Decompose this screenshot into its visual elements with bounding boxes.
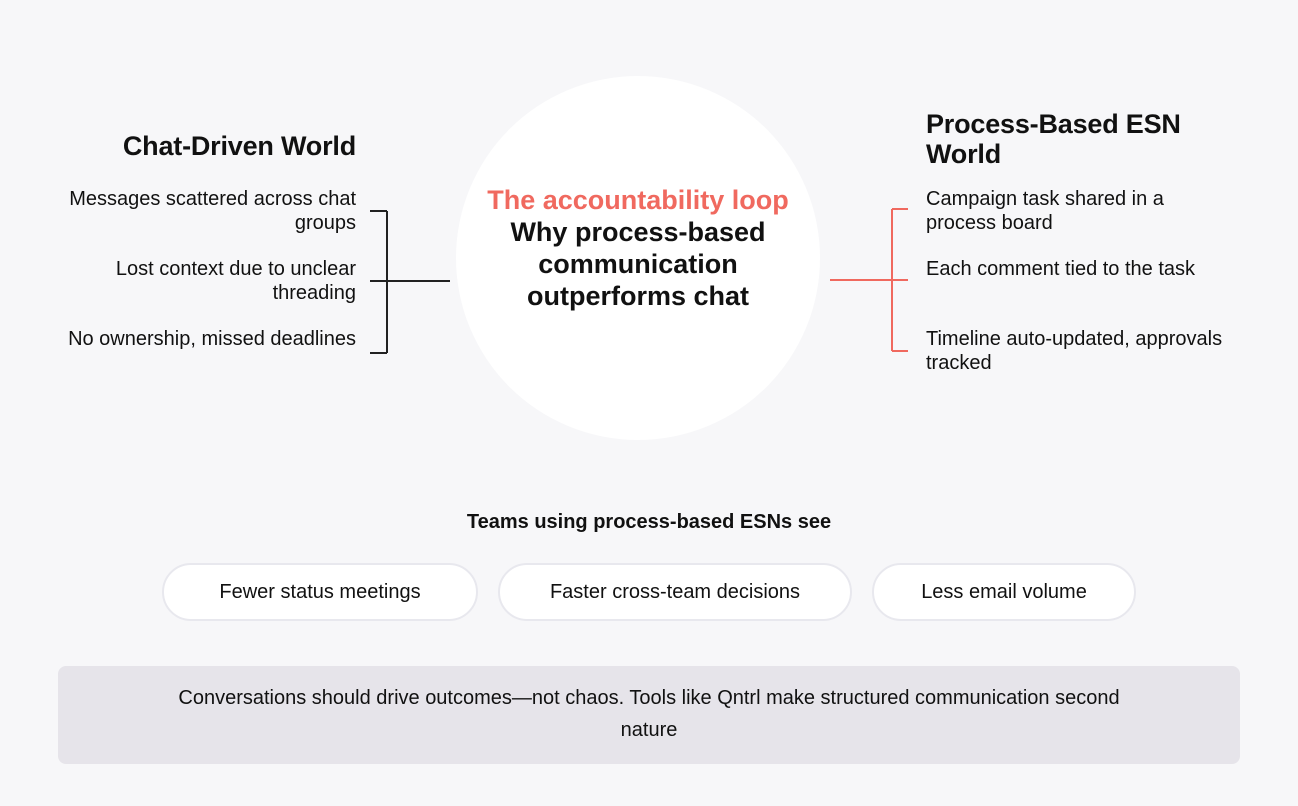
right-item: Timeline auto-updated, approvals tracked — [926, 328, 1223, 374]
result-pill-faster-decisions: Faster cross-team decisions — [498, 563, 852, 621]
left-bracket — [370, 210, 450, 354]
right-item: Each comment tied to the task — [926, 258, 1196, 280]
center-subtitle: Why process-based communication outperfo… — [510, 217, 766, 311]
footer-text: Conversations should drive outcomes—not … — [178, 687, 1120, 741]
right-bracket — [830, 208, 908, 352]
left-item: Messages scattered across chat groups — [69, 188, 356, 234]
center-circle — [456, 76, 820, 440]
footer-banner — [58, 666, 1240, 764]
center-text: The accountability loop Why process-base… — [486, 184, 790, 312]
center-title: The accountability loop — [487, 185, 789, 215]
right-column-title: Process-Based ESN World — [926, 109, 1181, 169]
right-item: Campaign task shared in a process board — [926, 188, 1164, 234]
left-item: No ownership, missed deadlines — [68, 328, 356, 350]
left-column-title: Chat-Driven World — [122, 131, 356, 161]
results-heading: Teams using process-based ESNs see — [466, 511, 832, 533]
result-pill-fewer-meetings: Fewer status meetings — [162, 563, 478, 621]
result-pill-less-email: Less email volume — [872, 563, 1136, 621]
left-item: Lost context due to unclear threading — [115, 258, 356, 304]
